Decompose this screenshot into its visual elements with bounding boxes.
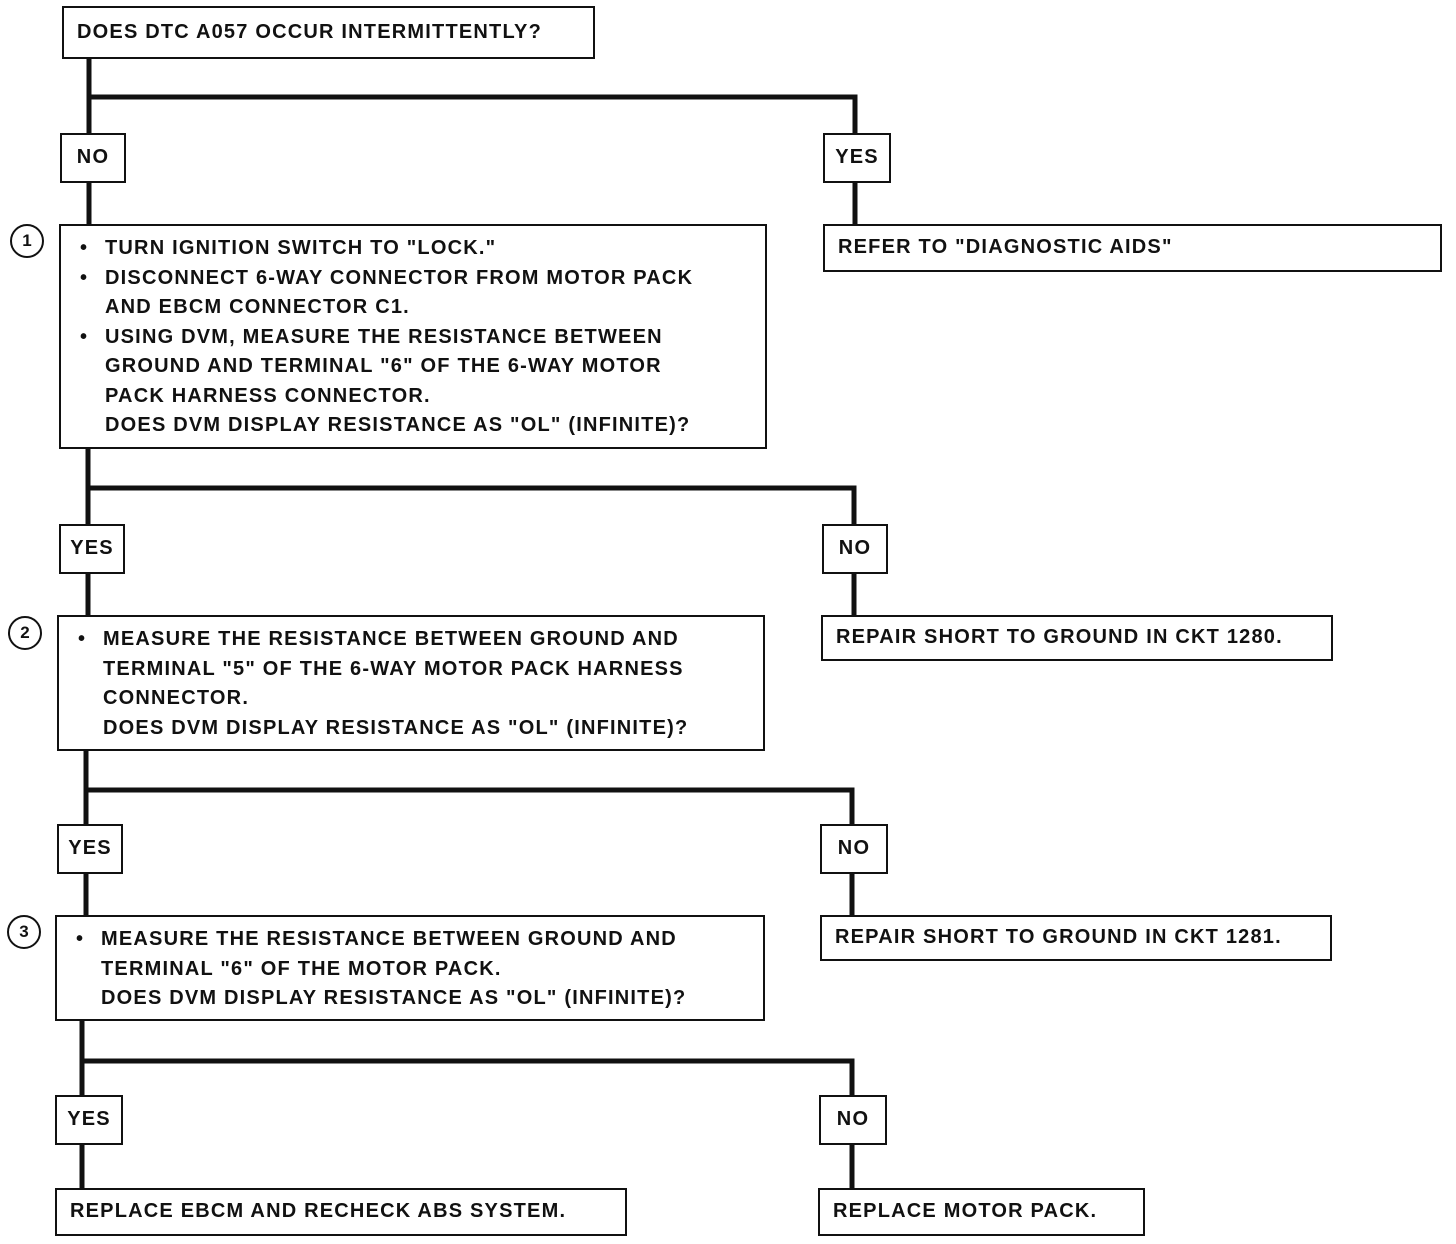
replace-motor-pack-text: REPLACE MOTOR PACK.: [833, 1200, 1098, 1223]
repair-ckt-1280-text: REPAIR SHORT TO GROUND IN CKT 1280.: [836, 626, 1283, 649]
step-1-number: 1: [10, 224, 44, 258]
step-2-no-label: NO: [820, 824, 888, 874]
replace-ebcm-box: REPLACE EBCM AND RECHECK ABS SYSTEM.: [55, 1188, 627, 1236]
replace-motor-pack-box: REPLACE MOTOR PACK.: [818, 1188, 1145, 1236]
answer-yes-label: YES: [823, 133, 891, 183]
step-2-yes-label: YES: [57, 824, 123, 874]
step-3-bullet: MEASURE THE RESISTANCE BETWEEN GROUND AN…: [71, 925, 751, 984]
step-2-number: 2: [8, 616, 42, 650]
replace-ebcm-text: REPLACE EBCM AND RECHECK ABS SYSTEM.: [70, 1200, 567, 1223]
answer-no-label: NO: [60, 133, 126, 183]
step-1-bullet: USING DVM, MEASURE THE RESISTANCE BETWEE…: [75, 323, 753, 412]
diagnostic-aids-box: REFER TO "DIAGNOSTIC AIDS": [823, 224, 1442, 272]
start-question-box: DOES DTC A057 OCCUR INTERMITTENTLY?: [62, 6, 595, 59]
start-question-text: DOES DTC A057 OCCUR INTERMITTENTLY?: [77, 20, 542, 43]
step-3-yes-label: YES: [55, 1095, 123, 1145]
step-3-question: DOES DVM DISPLAY RESISTANCE AS "OL" (INF…: [101, 987, 687, 1009]
repair-ckt-1281-box: REPAIR SHORT TO GROUND IN CKT 1281.: [820, 915, 1332, 961]
step-1-no-label: NO: [822, 524, 888, 574]
step-1-box: TURN IGNITION SWITCH TO "LOCK." DISCONNE…: [59, 224, 767, 449]
step-2-box: MEASURE THE RESISTANCE BETWEEN GROUND AN…: [57, 615, 765, 751]
step-2-question: DOES DVM DISPLAY RESISTANCE AS "OL" (INF…: [103, 716, 689, 739]
step-3-no-label: NO: [819, 1095, 887, 1145]
step-1-yes-label: YES: [59, 524, 125, 574]
step-2-bullet: MEASURE THE RESISTANCE BETWEEN GROUND AN…: [73, 625, 751, 714]
step-1-question: DOES DVM DISPLAY RESISTANCE AS "OL" (INF…: [105, 414, 691, 436]
repair-ckt-1281-text: REPAIR SHORT TO GROUND IN CKT 1281.: [835, 926, 1282, 949]
repair-ckt-1280-box: REPAIR SHORT TO GROUND IN CKT 1280.: [821, 615, 1333, 661]
diagnostic-aids-text: REFER TO "DIAGNOSTIC AIDS": [838, 236, 1173, 259]
step-3-box: MEASURE THE RESISTANCE BETWEEN GROUND AN…: [55, 915, 765, 1021]
step-1-bullet: DISCONNECT 6-WAY CONNECTOR FROM MOTOR PA…: [75, 264, 753, 323]
step-1-bullet: TURN IGNITION SWITCH TO "LOCK.": [75, 234, 753, 264]
step-3-number: 3: [7, 915, 41, 949]
